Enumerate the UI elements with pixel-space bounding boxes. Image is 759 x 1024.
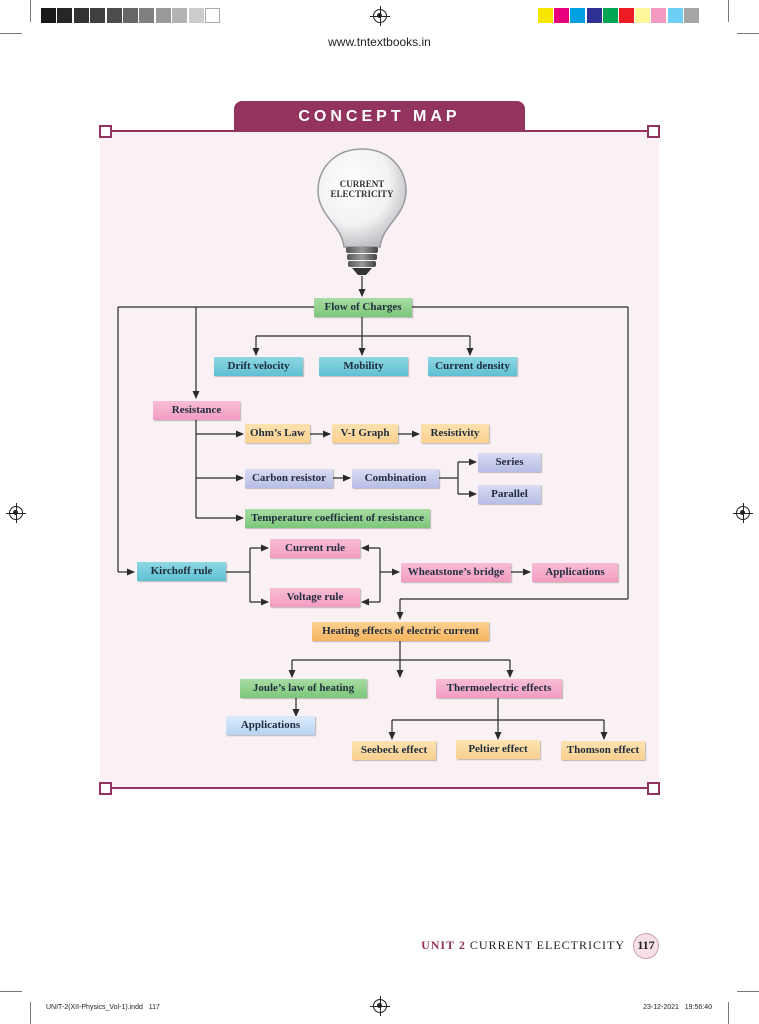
footer-file-name: UNIT-2(XII-Physics_Vol-1).indd 117 [46, 1004, 160, 1011]
crop-mark [0, 991, 22, 992]
crop-mark [728, 1002, 729, 1024]
color-swatch [667, 8, 683, 23]
node-drift-velocity: Drift velocity [214, 357, 303, 376]
grayscale-swatch [172, 8, 188, 23]
color-swatch [538, 8, 553, 23]
grayscale-swatch [155, 8, 171, 23]
frame-corner [647, 125, 660, 138]
crop-mark [737, 33, 759, 34]
frame-bottom-line [109, 787, 650, 789]
color-swatch [683, 8, 699, 23]
node-temperature-coefficient: Temperature coefficient of resistance [245, 509, 430, 528]
node-mobility: Mobility [319, 357, 408, 376]
node-combination: Combination [352, 469, 439, 488]
color-swatch [554, 8, 570, 23]
node-seebeck-effect: Seebeck effect [352, 741, 436, 760]
node-current-density: Current density [428, 357, 517, 376]
grayscale-swatch [188, 8, 204, 23]
crop-mark [30, 0, 31, 22]
node-parallel: Parallel [478, 485, 541, 504]
color-swatch [651, 8, 667, 23]
grayscale-swatch [205, 8, 220, 23]
node-flow-of-charges: Flow of Charges [314, 298, 412, 317]
crop-mark [737, 991, 759, 992]
color-swatch [602, 8, 618, 23]
node-wheatstones-bridge: Wheatstone’s bridge [401, 563, 511, 582]
footer-unit: UNIT 2 [421, 938, 466, 952]
crop-mark [0, 33, 22, 34]
registration-mark-right [733, 503, 753, 523]
frame-corner [99, 782, 112, 795]
registration-mark-left [6, 503, 26, 523]
crop-mark [728, 0, 729, 22]
node-thomson-effect: Thomson effect [561, 741, 645, 760]
registration-mark-top [370, 6, 390, 26]
node-applications-joule: Applications [226, 716, 315, 735]
grayscale-swatch [106, 8, 122, 23]
node-carbon-resistor: Carbon resistor [245, 469, 333, 488]
node-series: Series [478, 453, 541, 472]
node-vi-graph: V-I Graph [332, 424, 398, 443]
grayscale-swatch [41, 8, 56, 23]
node-kirchoff-rule: Kirchoff rule [137, 562, 226, 581]
frame-corner [647, 782, 660, 795]
color-swatch [570, 8, 586, 23]
frame-corner [99, 125, 112, 138]
concept-map-title: CONCEPT MAP [234, 101, 525, 131]
color-swatch [586, 8, 602, 23]
crop-mark [30, 1002, 31, 1024]
node-voltage-rule: Voltage rule [270, 588, 360, 607]
footer-datetime: 23-12-2021 19:56:40 [643, 1004, 712, 1011]
registration-mark-bottom [370, 996, 390, 1016]
grayscale-swatch [90, 8, 106, 23]
page-number: 117 [637, 938, 655, 952]
grayscale-swatch [73, 8, 89, 23]
color-swatch [635, 8, 651, 23]
frame-top-line [109, 130, 650, 132]
header-url: www.tntextbooks.in [328, 35, 431, 49]
bulb-label-line2: ELECTRICITY [330, 189, 394, 199]
page-number-badge [633, 933, 659, 959]
node-ohms-law: Ohm’s Law [245, 424, 310, 443]
footer-chapter: CURRENT ELECTRICITY [469, 938, 625, 952]
grayscale-swatch [139, 8, 155, 23]
node-heating-effects: Heating effects of electric current [312, 622, 489, 641]
grayscale-swatch [123, 8, 138, 23]
bulb-label-line1: CURRENT [339, 179, 385, 189]
node-resistivity: Resistivity [421, 424, 489, 443]
node-thermoelectric-effects: Thermoelectric effects [436, 679, 562, 698]
footer-unit-label: UNIT 2 CURRENT ELECTRICITY [380, 938, 625, 953]
color-swatch [619, 8, 634, 23]
light-bulb-icon [317, 148, 407, 275]
node-joules-law: Joule’s law of heating [240, 679, 367, 698]
node-current-rule: Current rule [270, 539, 360, 558]
node-peltier-effect: Peltier effect [456, 740, 540, 759]
grayscale-swatch [57, 8, 73, 23]
node-applications-wheatstone: Applications [532, 563, 618, 582]
node-resistance: Resistance [153, 401, 240, 420]
